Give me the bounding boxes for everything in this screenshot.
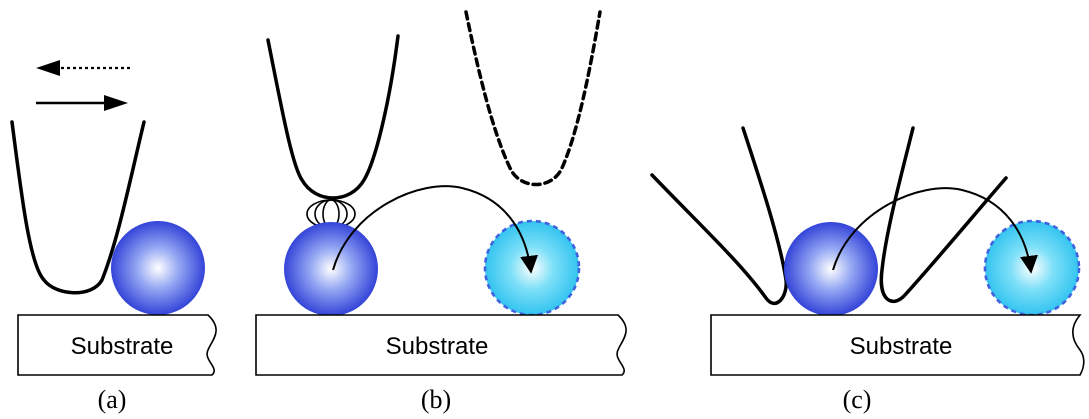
afm-tip — [266, 34, 400, 200]
particle — [784, 222, 878, 316]
panel-a: Substrate (a) — [10, 60, 217, 414]
arrow-right-icon — [36, 95, 128, 111]
afm-tip — [650, 126, 788, 306]
substrate-label: Substrate — [850, 333, 953, 360]
substrate-label: Substrate — [71, 333, 174, 360]
substrate-block — [710, 314, 1085, 376]
afm-tip — [10, 120, 146, 295]
panel-caption: (b) — [421, 385, 451, 414]
panel-caption: (c) — [843, 385, 872, 414]
particle — [111, 221, 205, 315]
arrow-left-dashed-icon — [36, 60, 130, 76]
substrate-block — [255, 314, 627, 376]
afm-tip-dashed — [464, 10, 602, 187]
panel-caption: (a) — [98, 385, 127, 414]
panel-b: Substrate (b) — [255, 10, 627, 414]
moved-particle — [483, 219, 581, 317]
substrate-label: Substrate — [386, 333, 489, 360]
movement-arrow — [332, 185, 539, 274]
afm-tip — [879, 126, 1008, 303]
particle — [284, 222, 378, 316]
movement-arrow — [832, 187, 1038, 274]
panel-c: Substrate (c) — [650, 126, 1085, 414]
moved-particle — [983, 219, 1081, 317]
substrate-block — [17, 314, 217, 376]
